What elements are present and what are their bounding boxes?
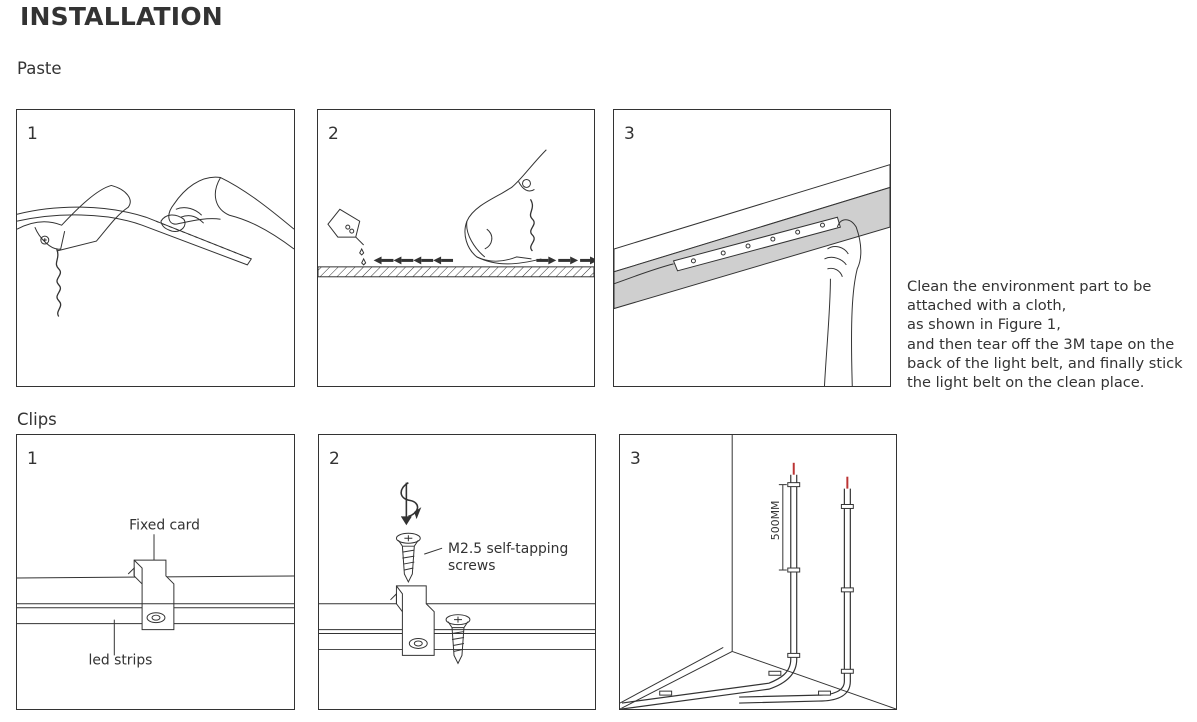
clips-step-1-panel: 1 Fixed card led strips — [16, 434, 295, 710]
description-line: Clean the environment part to be — [907, 278, 1152, 295]
section-label-paste: Paste — [17, 59, 62, 78]
step-number: 3 — [624, 124, 635, 144]
page-title: INSTALLATION — [20, 2, 223, 31]
screw-icon — [445, 614, 471, 665]
cleaning-surface-illustration — [318, 149, 594, 278]
fixed-card-illustration: Fixed card led strips — [17, 517, 294, 668]
screw-fixing-illustration: M2.5 self-tapping screws — [319, 481, 595, 665]
screw-icon — [395, 532, 421, 584]
step-number: 3 — [630, 449, 641, 469]
cleaning-bottle-icon — [327, 208, 367, 266]
paste-description: Clean the environment part to be attache… — [907, 277, 1195, 392]
step-number: 1 — [27, 449, 38, 469]
fixed-card-label: Fixed card — [129, 517, 200, 533]
wiping-hands-illustration — [17, 176, 294, 317]
clips-step-3-panel: 3 — [619, 434, 897, 710]
screws-label-line1: M2.5 self-tapping — [448, 541, 568, 557]
paste-step-1-panel: 1 — [16, 109, 295, 387]
step-number: 2 — [329, 449, 340, 469]
clips-step-2-panel: 2 — [318, 434, 596, 710]
description-line: as shown in Figure 1, — [907, 316, 1061, 334]
led-strips-label: led strips — [88, 652, 152, 668]
section-label-clips: Clips — [17, 410, 57, 429]
paste-step-2-panel: 2 — [317, 109, 595, 387]
paste-step-3-panel: 3 — [613, 109, 891, 387]
screws-label-line2: screws — [448, 558, 495, 574]
step-number: 2 — [328, 124, 339, 144]
left-right-arrow-icon — [373, 256, 594, 265]
rotate-arrow-icon — [400, 481, 422, 526]
sticking-strip-illustration — [614, 164, 890, 386]
description-line: attached with a cloth, — [907, 297, 1067, 315]
description-line: and then tear off the 3M tape on the — [907, 335, 1175, 353]
description-line: back of the light belt, and finally stic… — [907, 354, 1183, 372]
spacing-dimension-label: 500MM — [769, 501, 782, 541]
wall-mounting-illustration: 500MM — [620, 435, 896, 709]
description-line: the light belt on the clean place. — [907, 374, 1145, 392]
step-number: 1 — [27, 124, 38, 144]
